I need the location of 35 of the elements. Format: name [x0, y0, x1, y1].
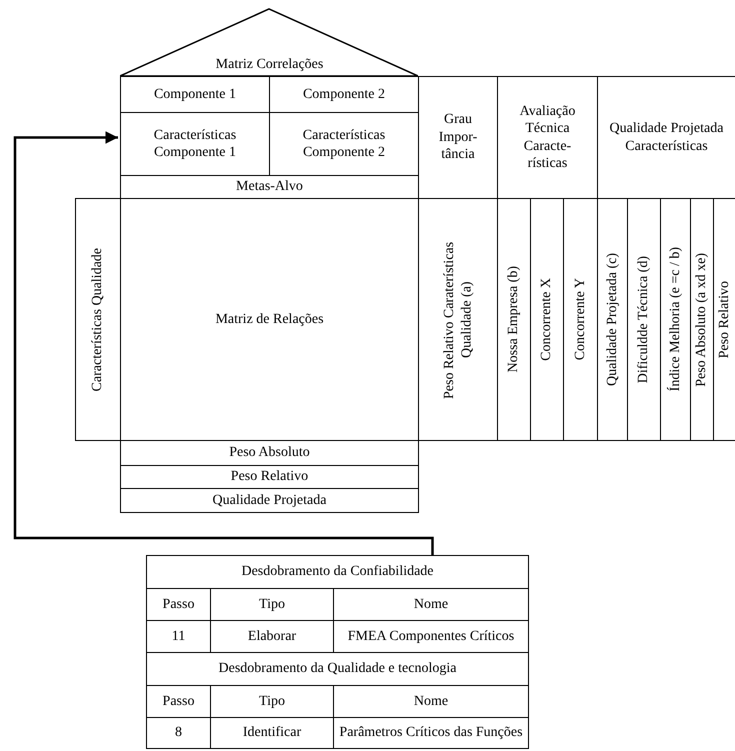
footer-cell — [120, 440, 419, 466]
table-title-cell: Desdobramento da Qualidade e tecnologia — [146, 652, 529, 686]
footer-cell — [120, 465, 419, 489]
cell-label: Dificuldde Técnica (d) — [635, 256, 652, 384]
cell-label: Concorrente X — [538, 278, 556, 361]
cell-label: Peso Relativo Caraterísticas Qualidade (a) — [440, 240, 475, 400]
cell-label: Matriz Correlações — [214, 56, 324, 73]
connector-arrow — [14, 131, 434, 555]
cell-label: Características Componente 2 — [302, 126, 386, 162]
roof-triangle — [120, 8, 419, 77]
table-title-cell — [146, 555, 529, 589]
cell-label: Desdobramento da Confiabilidade — [240, 563, 435, 581]
header-cell — [120, 76, 270, 113]
cell-label: Peso Relativo — [716, 280, 733, 358]
cell-label: Características Componente 1 — [152, 126, 238, 162]
cell-label: Concorrente Y — [572, 278, 589, 361]
cell-label: Qualidade Projetada — [212, 492, 328, 510]
cell-label: Componente 1 — [152, 86, 238, 104]
cell-label: Qualidade Projetada Características — [608, 120, 724, 155]
table-cell: 8 — [146, 717, 211, 749]
footer-cell — [120, 488, 419, 513]
cell-label: Características Qualidade — [89, 248, 106, 392]
cell-label: Peso Absoluto (a xd xe) — [693, 252, 710, 386]
cell-label: Peso Relativo — [230, 468, 310, 486]
cell-label: Qualidade Projetada (c) — [604, 253, 621, 386]
cell-label: Avaliação Técnica Caracte- rísticas — [518, 102, 576, 172]
cell-label: Matriz de Relações — [214, 310, 325, 328]
cell-label: Índice Melhoria (e =c / b) — [666, 247, 684, 392]
row-header-cell — [75, 198, 121, 441]
table-cell: Parâmetros Críticos das Funções — [333, 717, 529, 749]
cell-label: Grau Impor- tância — [438, 111, 478, 164]
cell-label: Metas-Alvo — [235, 178, 304, 196]
cell-label: Componente 2 — [302, 86, 386, 104]
cell-label: Nossa Empresa (b) — [505, 266, 522, 373]
cell-label: Peso Absoluto — [228, 444, 311, 462]
